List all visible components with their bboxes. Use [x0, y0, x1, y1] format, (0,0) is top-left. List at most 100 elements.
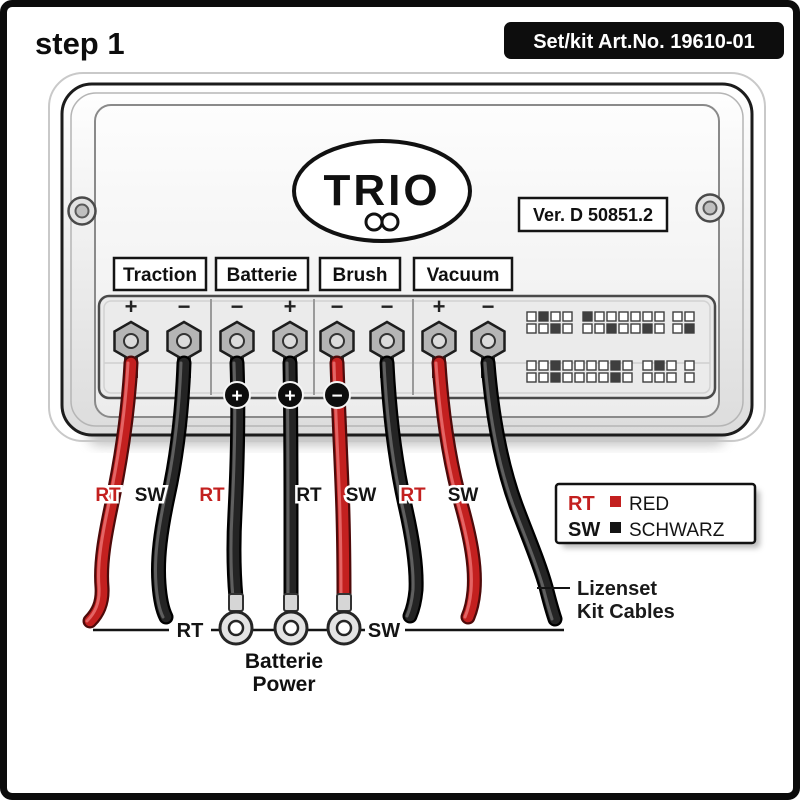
channel-label-batterie: Batterie [214, 256, 310, 292]
terminal-strip [97, 294, 717, 400]
cable-label: SW [346, 485, 377, 506]
terminal-polarity: + [125, 294, 138, 319]
legend-swatch-black [610, 522, 621, 533]
pin-cell [684, 372, 695, 383]
pin-cell [610, 372, 621, 383]
screw-left-icon [67, 196, 97, 226]
legend-name-schwarz: SCHWARZ [629, 520, 725, 541]
pin-cell [606, 311, 617, 322]
pin-cell [586, 372, 597, 383]
pin-cell [550, 372, 561, 383]
svg-text:Batterie: Batterie [227, 265, 298, 286]
pin-cell [672, 311, 683, 322]
legend-abbr-sw: SW [568, 519, 600, 541]
pin-cell [526, 323, 537, 334]
legend-swatch-red [610, 496, 621, 507]
pin-cell [526, 360, 537, 371]
pin-cell [562, 323, 573, 334]
pin-cell [642, 323, 653, 334]
terminal-polarity: − [381, 294, 394, 319]
screw-right-icon [695, 193, 725, 223]
pin-cell [538, 323, 549, 334]
ring-terminal [326, 592, 362, 646]
terminal-polarity: − [331, 294, 344, 319]
pin-cell [618, 323, 629, 334]
channel-label-brush: Brush [318, 256, 402, 292]
pin-cell [672, 323, 683, 334]
pin-cell [684, 311, 695, 322]
pin-cell [684, 360, 695, 371]
cable-label: RT [296, 485, 322, 506]
pin-cell [526, 372, 537, 383]
pin-cell [606, 323, 617, 334]
pin-cell [582, 311, 593, 322]
cable-label: RT [199, 485, 225, 506]
pin-cell [582, 323, 593, 334]
cable-label: SW [135, 485, 166, 506]
battery-power-label: Batterie [245, 650, 323, 673]
channel-label-traction: Traction [112, 256, 208, 292]
cable-label: RT [95, 485, 121, 506]
svg-text:Brush: Brush [333, 265, 388, 286]
ring-terminal [273, 592, 309, 646]
legend-name-red: RED [629, 494, 669, 515]
pin-cell [526, 311, 537, 322]
pin-cell [642, 311, 653, 322]
pin-cell [598, 360, 609, 371]
brand-logo: TRIO [292, 139, 472, 243]
pin-cell [630, 311, 641, 322]
svg-text:Traction: Traction [123, 265, 197, 286]
terminal-polarity: + [433, 294, 446, 319]
svg-text:−: − [331, 386, 342, 407]
svg-text:+: + [231, 386, 242, 407]
kit-badge-label: Set/kit Art.No. 19610-01 [533, 31, 755, 53]
pin-cell [654, 372, 665, 383]
pin-cell [630, 323, 641, 334]
terminal-polarity: − [231, 294, 244, 319]
line-label-sw: SW [368, 620, 400, 642]
cable-badge-minus: − [323, 381, 351, 409]
kit-cables-label: Kit Cables [577, 601, 675, 623]
pin-cell [622, 372, 633, 383]
pin-cell [618, 311, 629, 322]
legend-abbr-rt: RT [568, 493, 595, 515]
version-box: Ver. D 50851.2 [517, 196, 669, 233]
pin-cell [562, 311, 573, 322]
pin-cell [594, 323, 605, 334]
pin-cell [610, 360, 621, 371]
pin-cell [642, 372, 653, 383]
cable-badge-plus: + [223, 381, 251, 409]
logo-rings-icon [364, 212, 400, 232]
pin-cell [574, 372, 585, 383]
terminal-polarity: − [178, 294, 191, 319]
pin-cell [654, 311, 665, 322]
cable-badge-plus: + [276, 381, 304, 409]
cable-label: RT [400, 485, 426, 506]
pin-cell [598, 372, 609, 383]
pin-cell [684, 323, 695, 334]
pin-cell [574, 360, 585, 371]
ring-terminal [218, 592, 254, 646]
brand-text: TRIO [323, 166, 440, 215]
pin-cell [622, 360, 633, 371]
pin-cell [654, 323, 665, 334]
pin-cell [550, 323, 561, 334]
pin-cell [538, 360, 549, 371]
color-legend: RT RED SW SCHWARZ [554, 482, 760, 548]
battery-power-label: Power [252, 673, 315, 696]
terminal-polarity: + [284, 294, 297, 319]
device-shell-lip [70, 92, 744, 427]
pin-cell [538, 311, 549, 322]
kit-badge [504, 22, 784, 59]
pin-cell [594, 311, 605, 322]
pin-cell [666, 372, 677, 383]
pin-cell [654, 360, 665, 371]
pin-cell [550, 311, 561, 322]
svg-text:Vacuum: Vacuum [427, 265, 500, 286]
kit-cables-label: Lizenset [577, 578, 657, 600]
version-label: Ver. D 50851.2 [533, 205, 653, 225]
wiring-diagram: step 1 Set/kit Art.No. 19610-01 TRIO Ver… [35, 22, 784, 696]
pin-cell [562, 372, 573, 383]
device-outer-outline [48, 72, 766, 442]
